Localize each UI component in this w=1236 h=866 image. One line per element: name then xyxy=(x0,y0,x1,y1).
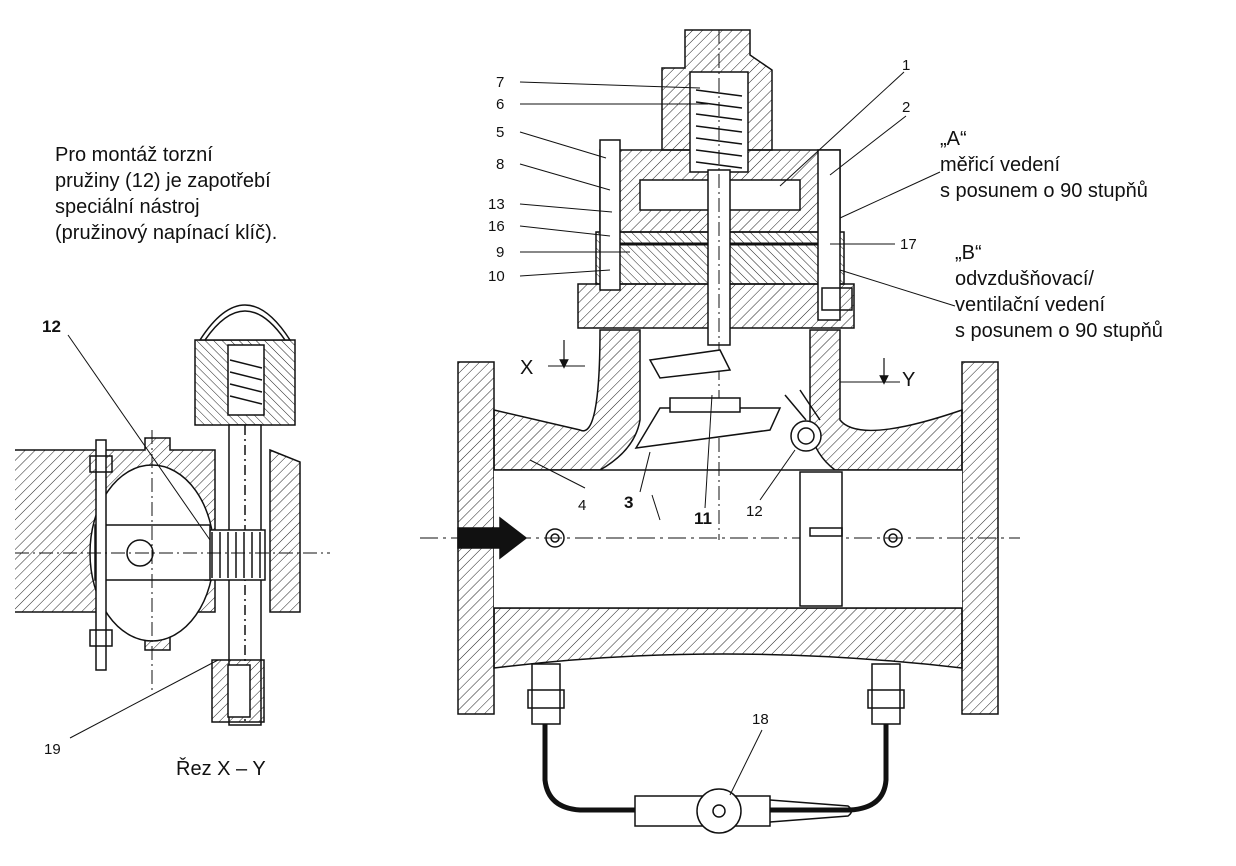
part-label-5: 5 xyxy=(496,124,504,141)
section-body-right xyxy=(269,448,301,613)
left-bolt xyxy=(599,139,621,291)
part-label-9: 9 xyxy=(496,244,504,261)
vent-line-text-2: ventilační vedení xyxy=(955,294,1106,316)
vent-line-text-1: odvzdušňovací/ xyxy=(955,268,1094,290)
seat-ring xyxy=(799,471,843,607)
part-label-10: 10 xyxy=(488,268,505,285)
montage-note-line-4: (pružinový napínací klíč). xyxy=(55,222,278,244)
part-label-8: 8 xyxy=(496,156,504,173)
part-label-12: 12 xyxy=(746,503,763,520)
vent-line-text-3: s posunem o 90 stupňů xyxy=(955,320,1163,342)
section-marker-y: Y xyxy=(902,369,915,391)
vent-line-tag: „B“ xyxy=(955,242,982,264)
part-label-4: 4 xyxy=(578,497,586,514)
section-marker-x: X xyxy=(520,357,533,379)
body-top-wall xyxy=(493,329,641,471)
measuring-line-label: „A“ měřicí vedení s posunem o 90 stupňů xyxy=(940,126,1148,204)
section-spring-box xyxy=(227,344,265,416)
section-title: Řez X – Y xyxy=(176,757,266,780)
main-valve xyxy=(420,29,1020,834)
body-bottom-wall xyxy=(493,607,963,669)
part-label-2: 2 xyxy=(902,99,910,116)
section-label-12: 12 xyxy=(42,317,61,336)
section-cap xyxy=(198,304,292,341)
section-label-19: 19 xyxy=(44,741,61,758)
section-view xyxy=(15,304,330,739)
section-leader-12 xyxy=(67,334,211,541)
part-label-7: 7 xyxy=(496,74,504,91)
ball-valve-handle xyxy=(769,799,853,823)
tube-fitting-right xyxy=(871,663,901,725)
montage-note-line-3: speciální nástroj xyxy=(55,196,200,218)
tube-fitting-left xyxy=(531,663,561,725)
bore-hole-right xyxy=(883,528,903,548)
part-label-1: 1 xyxy=(902,57,910,74)
part-label-18: 18 xyxy=(752,711,769,728)
part-label-13: 13 xyxy=(488,196,505,213)
leader-lines xyxy=(519,71,956,796)
part-label-3: 3 xyxy=(624,493,633,512)
measuring-line-tag: „A“ xyxy=(940,128,967,150)
bore-hole-left xyxy=(545,528,565,548)
disc-lever xyxy=(648,349,732,379)
flow-arrow xyxy=(457,516,528,560)
right-bolt xyxy=(817,149,841,321)
montage-note-line-2: pružiny (12) je zapotřebí xyxy=(55,170,271,192)
part-label-11: 11 xyxy=(694,509,712,528)
measuring-tube xyxy=(542,720,889,813)
measuring-line-text-1: měřicí vedení xyxy=(940,154,1061,176)
montage-note: Pro montáž torzní pružiny (12) je zapotř… xyxy=(55,142,277,246)
body-top-wall-right xyxy=(809,329,963,471)
montage-note-line-1: Pro montáž torzní xyxy=(55,144,213,166)
section-bolt xyxy=(95,439,107,671)
section-torsion-spring xyxy=(204,529,266,581)
part-label-16: 16 xyxy=(488,218,505,235)
ball-valve xyxy=(696,788,742,834)
part-label-17: 17 xyxy=(900,236,917,253)
torsion-spring-eye xyxy=(790,420,822,452)
part-label-6: 6 xyxy=(496,96,504,113)
measuring-line-text-2: s posunem o 90 stupňů xyxy=(940,180,1148,202)
vent-line-label: „B“ odvzdušňovací/ ventilační vedení s p… xyxy=(955,240,1163,344)
section-leader-19 xyxy=(69,659,219,739)
shutoff-disc xyxy=(634,407,782,449)
